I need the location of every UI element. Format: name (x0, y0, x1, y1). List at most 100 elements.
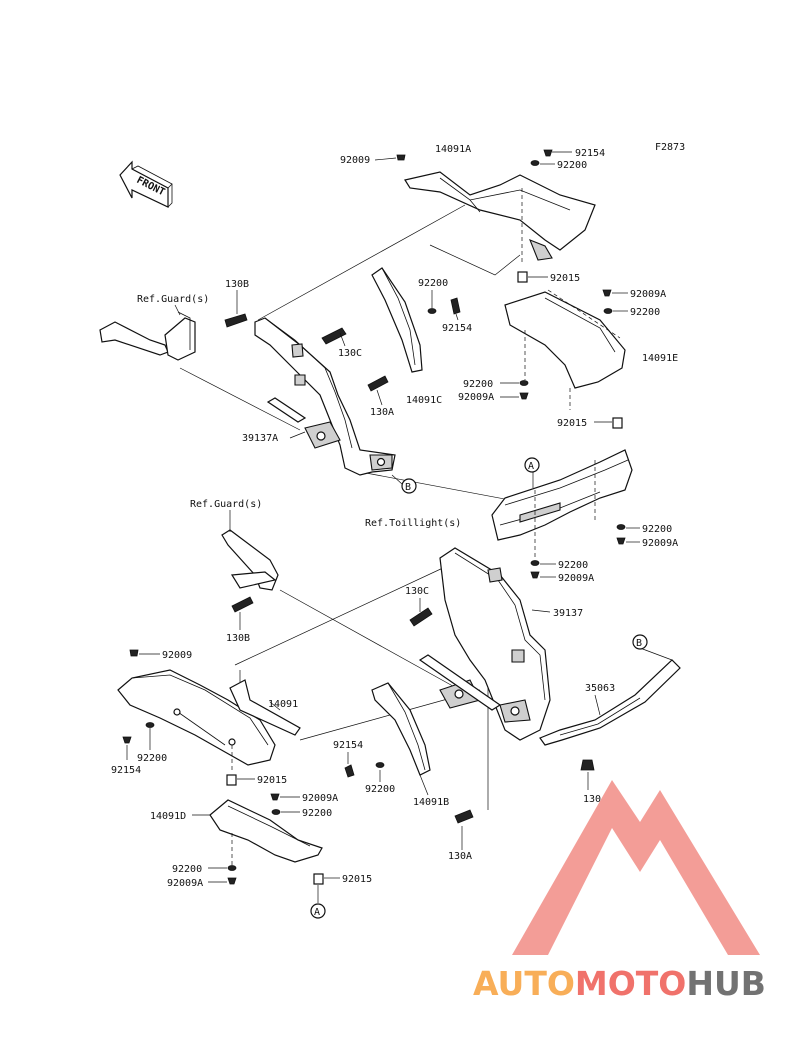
circle-ref-a-upper-label: A (528, 461, 534, 472)
label-92009A-tl1: 92009A (642, 538, 678, 549)
circle-ref-a-upper: A (524, 457, 540, 473)
label-130C-top: 130C (338, 348, 362, 359)
label-ref-taillight: Ref.Toillight(s) (365, 518, 461, 529)
label-130C-low: 130C (405, 586, 429, 597)
fastener-92200-low (271, 809, 300, 815)
fastener-92200-lc (375, 762, 385, 782)
circle-ref-b-lower-label: B (636, 638, 642, 649)
label-ref-guard-lower: Ref.Guard(s) (190, 499, 262, 510)
circle-ref-b-upper-label: B (405, 482, 411, 493)
label-130B-top: 130B (225, 279, 249, 290)
fastener-92200-l2 (500, 380, 529, 386)
label-92200-lc: 92200 (365, 784, 395, 795)
fastener-92009A-bl (208, 877, 237, 885)
watermark: AUTOMOTOHUB (473, 780, 766, 1003)
label-130B-low: 130B (226, 633, 250, 644)
fastener-92200-tl2 (530, 560, 556, 566)
label-92009A-bl: 92009A (167, 878, 203, 889)
figure-code: F2873 (655, 142, 685, 153)
fastener-92200-ctr (427, 290, 437, 314)
label-92200-low: 92200 (302, 808, 332, 819)
fastener-92200-top (530, 160, 555, 166)
label-92200-l2: 92200 (463, 379, 493, 390)
fastener-130A-low (454, 809, 474, 850)
stay-35063 (539, 647, 681, 746)
fastener-130B-low (231, 596, 254, 630)
label-ref-guard-upper: Ref.Guard(s) (137, 294, 209, 305)
taillight-ref (491, 449, 633, 560)
cover-14091 (117, 669, 301, 770)
fastener-130B-top (224, 290, 248, 328)
label-92200-ctr: 92200 (418, 278, 448, 289)
fastener-92200-tl1 (616, 524, 640, 530)
panel-14091C (371, 267, 423, 373)
fastener-92015-bot (313, 873, 340, 903)
fastener-92154-ll (122, 736, 132, 760)
fastener-130C-top (321, 327, 347, 347)
label-92154-ctr: 92154 (442, 323, 472, 334)
watermark-logo-inner (575, 890, 650, 955)
label-14091E: 14091E (642, 353, 678, 364)
label-92200-top: 92200 (557, 160, 587, 171)
label-14091: 14091 (268, 699, 298, 710)
part-labels: 92009 14091A 92154 92200 92015 92200 921… (111, 144, 678, 889)
label-92015-bot: 92015 (342, 874, 372, 885)
bracket-39137A (254, 317, 396, 476)
ref-guard-upper (99, 304, 196, 361)
label-130: 130 (583, 794, 601, 805)
cover-14091D (192, 799, 323, 870)
label-92009-top: 92009 (340, 155, 370, 166)
label-130A-low: 130A (448, 851, 472, 862)
label-92015-low: 92015 (257, 775, 287, 786)
circle-ref-a-lower-label: A (314, 907, 320, 918)
label-14091B: 14091B (413, 797, 449, 808)
fastener-92200-r (603, 308, 628, 314)
fastener-92015-low (226, 774, 255, 786)
fastener-92154-ctr (450, 297, 461, 321)
fastener-92015-top (517, 271, 548, 283)
label-14091A: 14091A (435, 144, 471, 155)
cover-14091A (404, 171, 596, 262)
fastener-92009A-tl1 (616, 537, 640, 545)
fastener-92009A-low (270, 793, 300, 801)
circle-ref-b-upper: B (391, 474, 417, 494)
bracket-39137 (418, 547, 551, 741)
watermark-logo-triangle (512, 780, 760, 955)
fastener-92015-mid (594, 417, 623, 429)
label-92200-bl: 92200 (172, 864, 202, 875)
fastener-130C-low (409, 598, 433, 627)
label-92200-r: 92200 (630, 307, 660, 318)
label-92200-tl1: 92200 (642, 524, 672, 535)
watermark-auto: AUTO (473, 964, 575, 1003)
label-92009A-tl2: 92009A (558, 573, 594, 584)
label-130A-top: 130A (370, 407, 394, 418)
fastener-92009-low (129, 649, 160, 657)
fastener-92200-bl (208, 865, 237, 871)
fastener-92154-top (543, 149, 572, 157)
label-39137A: 39137A (242, 433, 278, 444)
label-35063: 35063 (585, 683, 615, 694)
circle-ref-b-lower: B (632, 634, 648, 650)
ref-guard-lower (221, 510, 279, 591)
fastener-92009-top (374, 154, 406, 161)
watermark-hub: HUB (686, 964, 766, 1003)
label-14091D: 14091D (150, 811, 186, 822)
watermark-moto: MOTO (575, 964, 686, 1003)
label-92009-low: 92009 (162, 650, 192, 661)
fastener-130 (580, 759, 595, 790)
label-92154-top: 92154 (575, 148, 605, 159)
label-14091C: 14091C (406, 395, 442, 406)
cover-14091E (504, 289, 626, 410)
label-92154-ll: 92154 (111, 765, 141, 776)
label-92009A-r: 92009A (630, 289, 666, 300)
label-92200-ll: 92200 (137, 753, 167, 764)
fastener-130A-top (367, 375, 389, 406)
label-39137: 39137 (553, 608, 583, 619)
label-92154-lc: 92154 (333, 740, 363, 751)
fastener-92009A-l2 (500, 392, 529, 400)
label-92009A-low: 92009A (302, 793, 338, 804)
fastener-92154-lc (344, 752, 355, 778)
fastener-92009A-tl2 (530, 571, 556, 579)
panel-14091B (371, 682, 431, 796)
